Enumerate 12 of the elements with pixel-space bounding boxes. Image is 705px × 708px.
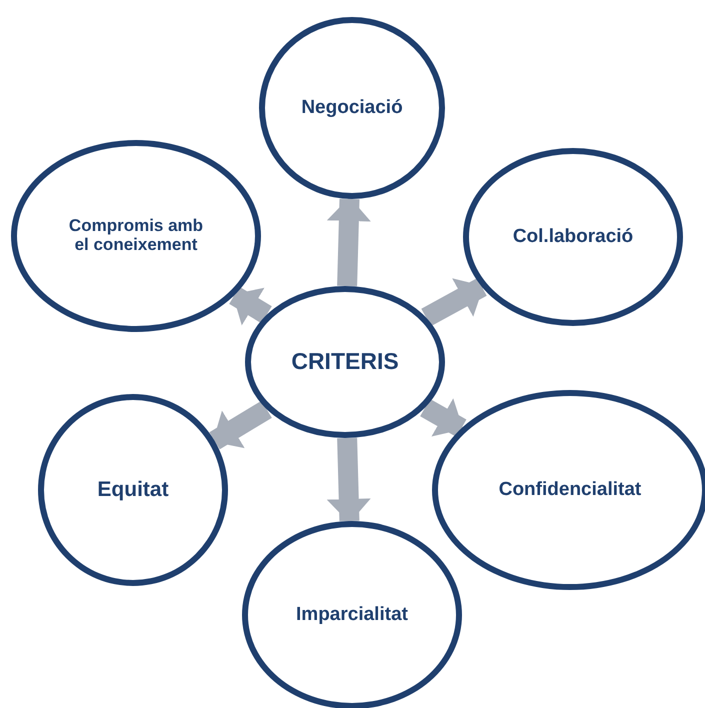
node-label: Col.laboració: [512, 226, 634, 248]
node-label: Imparcialitat: [296, 604, 408, 626]
block-arrow: [326, 438, 371, 524]
block-arrow: [229, 286, 272, 326]
block-arrow: [209, 400, 272, 450]
node-label: Equitat: [97, 478, 169, 502]
block-arrow: [326, 196, 371, 286]
node-label: Confidencialitat: [498, 480, 642, 500]
node-label: CRITERIS: [291, 349, 399, 375]
block-arrow: [421, 278, 487, 326]
node-label: Negociació: [301, 98, 403, 118]
node-label: Compromis amb el coneixement: [68, 217, 204, 255]
